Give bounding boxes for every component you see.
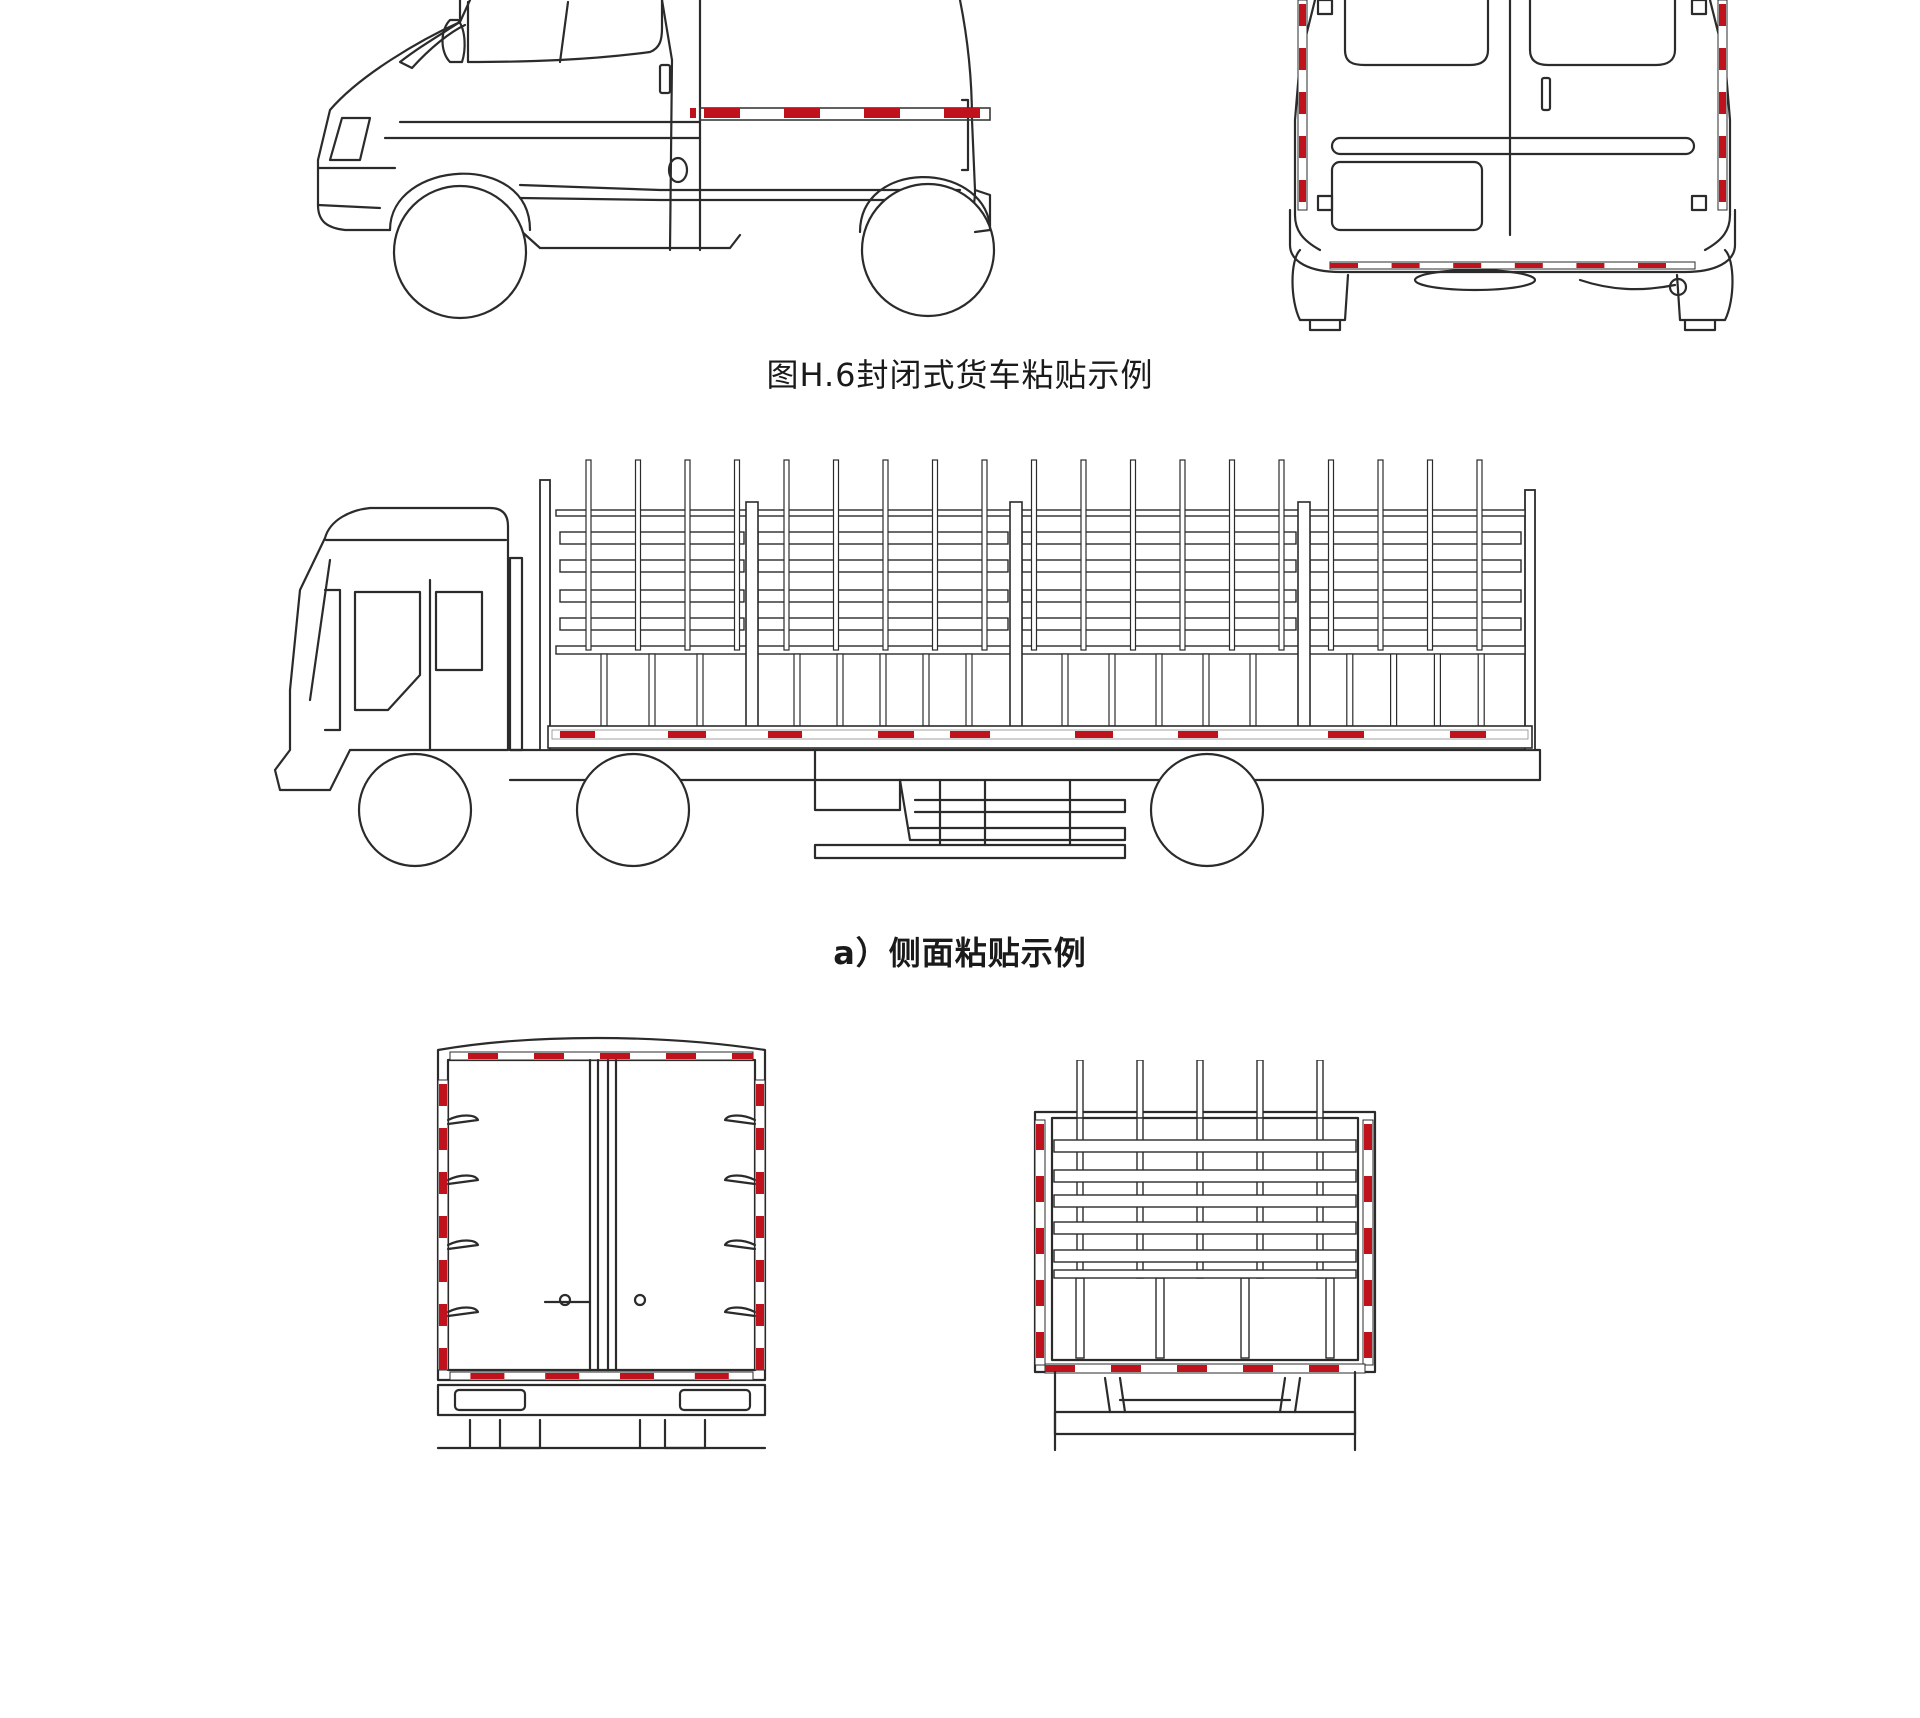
reflective-red-segment bbox=[439, 1128, 447, 1150]
van-side-view-drawing bbox=[316, 0, 996, 320]
reflective-red-segment bbox=[1719, 92, 1726, 114]
truck-rear-wheel bbox=[1149, 752, 1265, 868]
reflective-red-segment bbox=[1719, 136, 1726, 158]
reflective-red-segment bbox=[1364, 1332, 1372, 1358]
reflective-red-segment bbox=[1036, 1280, 1044, 1306]
reflective-red-segment bbox=[768, 731, 802, 738]
reflective-red-segment bbox=[1364, 1228, 1372, 1254]
reflective-red-segment bbox=[756, 1260, 764, 1282]
reflective-red-segment bbox=[468, 1053, 498, 1059]
reflective-red-segment bbox=[704, 108, 740, 118]
reflective-red-segment bbox=[1299, 136, 1306, 158]
reflective-red-segment bbox=[439, 1216, 447, 1238]
truck-front-wheel bbox=[357, 752, 473, 868]
reflective-red-segment bbox=[545, 1373, 580, 1379]
reflective-red-segment bbox=[756, 1172, 764, 1194]
truck-cargo-rack bbox=[539, 459, 1536, 751]
reflective-red-segment bbox=[439, 1084, 447, 1106]
van-rear-bumper-reflective-strip bbox=[1329, 261, 1696, 270]
reflective-red-segment bbox=[1299, 4, 1306, 26]
reflective-red-segment bbox=[1178, 731, 1218, 738]
van-rear-view-drawing bbox=[1288, 0, 1737, 332]
reflective-red-segment bbox=[620, 1373, 654, 1379]
reflective-red-segment bbox=[944, 108, 980, 118]
reflective-red-segment bbox=[1036, 1124, 1044, 1150]
reflective-red-segment bbox=[470, 1373, 505, 1379]
reflective-red-segment bbox=[439, 1172, 447, 1194]
reflective-red-segment bbox=[694, 1373, 729, 1379]
van-rear-right-reflective-strip bbox=[1717, 0, 1728, 211]
reflective-red-segment bbox=[1036, 1228, 1044, 1254]
rack-rear-frame bbox=[1053, 1060, 1357, 1359]
reflective-red-segment bbox=[864, 108, 900, 118]
van-rear-left-reflective-strip bbox=[1297, 0, 1308, 211]
box-rear-reflective-strips bbox=[437, 1051, 766, 1381]
reflective-red-segment bbox=[1719, 180, 1726, 202]
reflective-red-segment bbox=[560, 731, 595, 738]
reflective-red-segment bbox=[1453, 263, 1482, 268]
van-side-reflective-strip bbox=[690, 108, 980, 118]
reflective-red-segment bbox=[600, 1053, 630, 1059]
reflective-red-segment bbox=[1330, 263, 1358, 268]
reflective-red-segment bbox=[1243, 1365, 1273, 1372]
reflective-red-segment bbox=[439, 1304, 447, 1326]
reflective-red-segment bbox=[1391, 263, 1420, 268]
reflective-red-segment bbox=[666, 1053, 696, 1059]
reflective-red-segment bbox=[784, 108, 820, 118]
van-rear-wheel bbox=[860, 182, 996, 318]
reflective-red-segment bbox=[756, 1348, 764, 1370]
reflective-red-segment bbox=[1111, 1365, 1141, 1372]
reflective-red-segment bbox=[1719, 4, 1726, 26]
reflective-red-segment bbox=[1299, 48, 1306, 70]
reflective-red-segment bbox=[1177, 1365, 1207, 1372]
reflective-red-segment bbox=[756, 1216, 764, 1238]
rack-truck-rear-view-drawing bbox=[1033, 1060, 1377, 1452]
reflective-red-segment bbox=[732, 1053, 753, 1059]
reflective-red-segment bbox=[756, 1128, 764, 1150]
reflective-red-segment bbox=[1036, 1176, 1044, 1202]
reflective-red-segment bbox=[1309, 1365, 1339, 1372]
reflective-red-segment bbox=[1299, 180, 1306, 202]
reflective-red-segment bbox=[439, 1348, 447, 1370]
reflective-red-segment bbox=[1075, 731, 1113, 738]
truck-side-reflective-strip bbox=[551, 729, 1529, 740]
reflective-red-segment bbox=[1036, 1332, 1044, 1358]
reflective-red-segment bbox=[1450, 731, 1486, 738]
reflective-red-segment bbox=[1719, 48, 1726, 70]
truck-side-view-drawing bbox=[273, 459, 1542, 868]
van-front-wheel bbox=[392, 184, 528, 320]
figure-caption-side: a）侧面粘贴示例 bbox=[833, 934, 1087, 972]
reflective-red-segment bbox=[668, 731, 706, 738]
reflective-red-segment bbox=[1576, 263, 1605, 268]
reflective-red-segment bbox=[1045, 1365, 1075, 1372]
reflective-red-segment bbox=[950, 731, 990, 738]
figure-caption-van: 图H.6封闭式货车粘贴示例 bbox=[766, 356, 1154, 394]
rack-rear-reflective-strips bbox=[1034, 1119, 1374, 1374]
reflective-red-segment bbox=[1328, 731, 1364, 738]
reflective-red-segment bbox=[439, 1260, 447, 1282]
reflective-red-segment bbox=[1638, 263, 1666, 268]
reflective-red-segment bbox=[1364, 1176, 1372, 1202]
reflective-red-segment bbox=[878, 731, 914, 738]
reflective-red-segment bbox=[756, 1304, 764, 1326]
reflective-red-segment bbox=[1364, 1124, 1372, 1150]
truck-second-wheel bbox=[575, 752, 691, 868]
box-truck-rear-view-drawing bbox=[436, 1036, 767, 1450]
reflective-red-segment bbox=[1364, 1280, 1372, 1306]
reflective-red-segment bbox=[756, 1084, 764, 1106]
reflective-red-segment bbox=[1514, 263, 1543, 268]
reflective-red-segment bbox=[1299, 92, 1306, 114]
reflective-red-segment bbox=[534, 1053, 564, 1059]
